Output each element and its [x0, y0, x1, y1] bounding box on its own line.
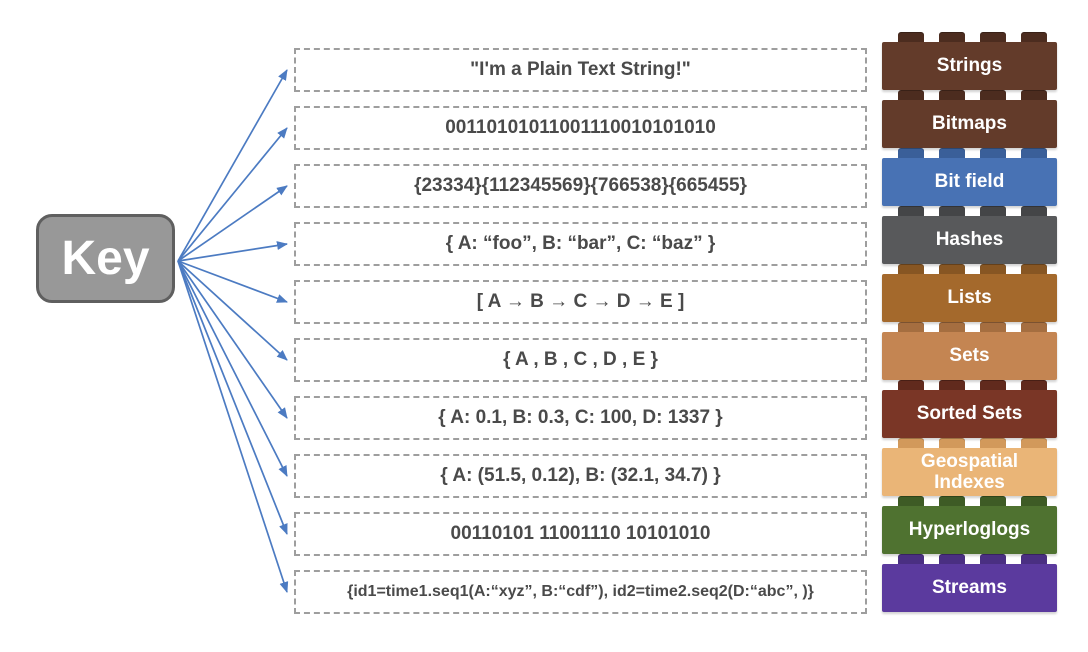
brick-studs	[882, 438, 1057, 448]
value-text: 00110101 11001110 10101010	[450, 523, 711, 544]
brick-studs	[882, 322, 1057, 332]
brick-label: Hashes	[882, 216, 1057, 264]
brick-bitmaps: Bitmaps	[882, 90, 1057, 148]
value-text: { A , B , C , D , E }	[503, 349, 658, 370]
brick-hyperloglogs: Hyperloglogs	[882, 496, 1057, 554]
brick-studs	[882, 380, 1057, 390]
value-box-bitmaps: 00110101011001110010101010	[294, 106, 867, 150]
brick-label: Bitmaps	[882, 100, 1057, 148]
brick-label: Lists	[882, 274, 1057, 322]
brick-sets: Sets	[882, 322, 1057, 380]
brick-studs	[882, 264, 1057, 274]
brick-label: Sets	[882, 332, 1057, 380]
key-label: Key	[61, 232, 150, 285]
brick-streams: Streams	[882, 554, 1057, 612]
brick-studs	[882, 148, 1057, 158]
value-box-geospatial: { A: (51.5, 0.12), B: (32.1, 34.7) }	[294, 454, 867, 498]
value-box-hashes: { A: “foo”, B: “bar”, C: “baz” }	[294, 222, 867, 266]
brick-studs	[882, 496, 1057, 506]
brick-label: Streams	[882, 564, 1057, 612]
value-box-strings: "I'm a Plain Text String!"	[294, 48, 867, 92]
value-text: {23334}{112345569}{766538}{665455}	[414, 175, 747, 196]
brick-studs	[882, 32, 1057, 42]
brick-studs	[882, 206, 1057, 216]
brick-geospatial: Geospatial Indexes	[882, 438, 1057, 496]
key-box: Key	[36, 214, 175, 303]
brick-sorted-sets: Sorted Sets	[882, 380, 1057, 438]
value-box-hyperloglogs: 00110101 11001110 10101010	[294, 512, 867, 556]
brick-label: Geospatial Indexes	[882, 448, 1057, 496]
value-text: { A: (51.5, 0.12), B: (32.1, 34.7) }	[440, 465, 721, 486]
value-box-sorted-sets: { A: 0.1, B: 0.3, C: 100, D: 1337 }	[294, 396, 867, 440]
brick-label: Bit field	[882, 158, 1057, 206]
value-text: 00110101011001110010101010	[445, 117, 716, 138]
value-box-streams: {id1=time1.seq1(A:“xyz”, B:“cdf”), id2=t…	[294, 570, 867, 614]
brick-studs	[882, 90, 1057, 100]
brick-hashes: Hashes	[882, 206, 1057, 264]
value-text: {id1=time1.seq1(A:“xyz”, B:“cdf”), id2=t…	[347, 583, 814, 600]
value-text: "I'm a Plain Text String!"	[470, 59, 691, 80]
brick-studs	[882, 554, 1057, 564]
brick-label: Hyperloglogs	[882, 506, 1057, 554]
value-text: { A: 0.1, B: 0.3, C: 100, D: 1337 }	[438, 407, 723, 428]
brick-bit-field: Bit field	[882, 148, 1057, 206]
value-box-bit-field: {23334}{112345569}{766538}{665455}	[294, 164, 867, 208]
value-text: [ A → B → C → D → E ]	[476, 291, 685, 312]
value-text: { A: “foo”, B: “bar”, C: “baz” }	[445, 233, 716, 254]
value-box-lists: [ A → B → C → D → E ]	[294, 280, 867, 324]
brick-strings: Strings	[882, 32, 1057, 90]
brick-lists: Lists	[882, 264, 1057, 322]
brick-label: Strings	[882, 42, 1057, 90]
brick-label: Sorted Sets	[882, 390, 1057, 438]
value-box-sets: { A , B , C , D , E }	[294, 338, 867, 382]
